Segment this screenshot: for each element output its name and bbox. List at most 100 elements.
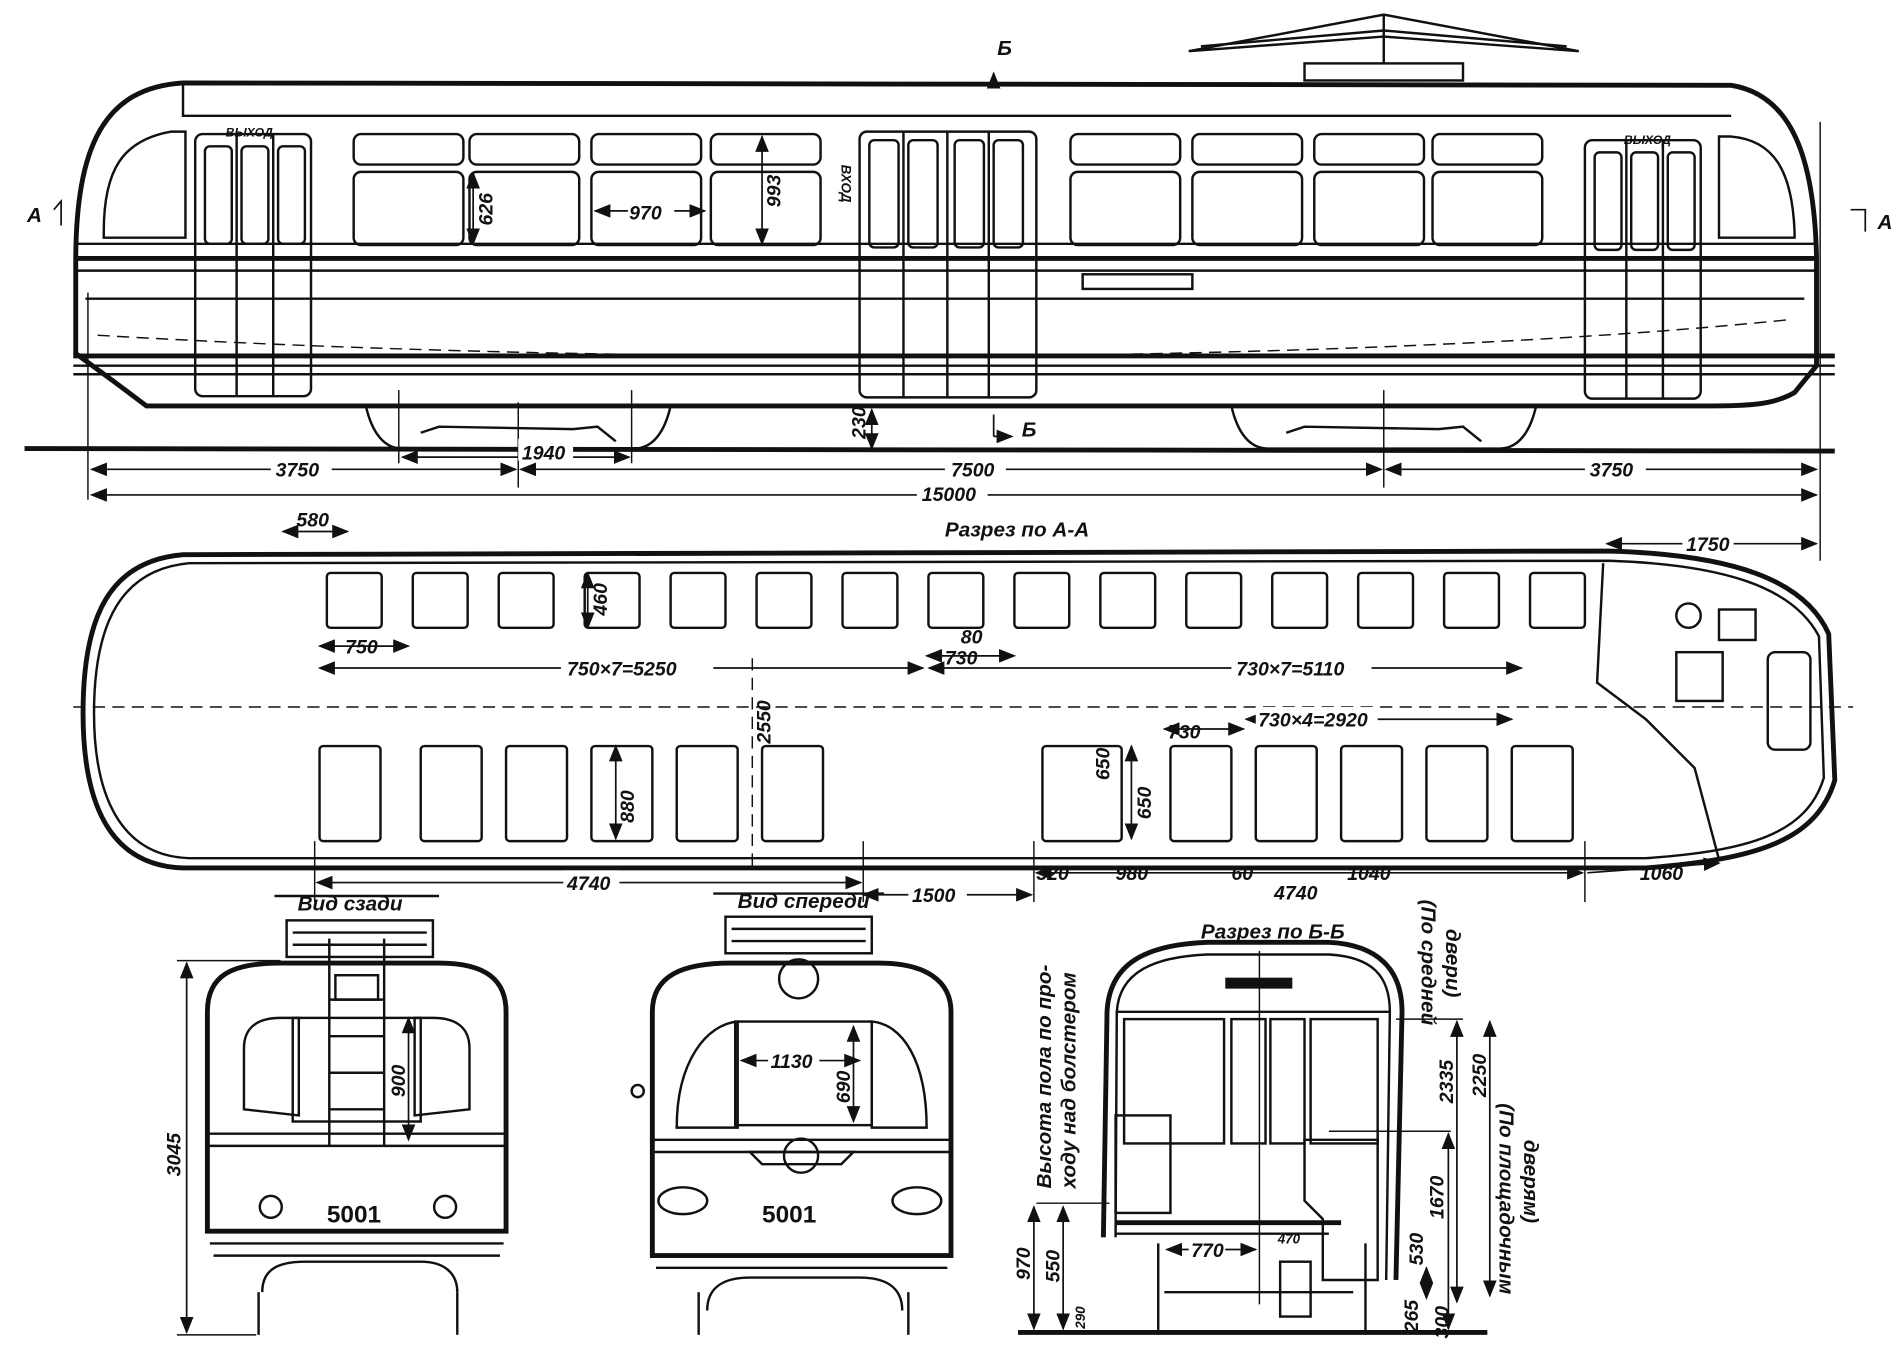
dim-total-length: 15000	[922, 484, 976, 506]
seat-top	[411, 571, 469, 630]
section-mark-a-right: А	[1876, 211, 1892, 234]
seat-top	[1099, 571, 1157, 630]
seat-bottom-left	[419, 744, 483, 843]
dim-seat-pitch-bottom: 730×4=2920	[1258, 710, 1368, 732]
side-window-upper	[590, 132, 703, 166]
tram-body-outline	[73, 80, 1819, 409]
seat-top	[325, 571, 383, 630]
dim-width: 2550	[754, 700, 776, 745]
dim-1670: 1670	[1426, 1175, 1448, 1219]
route-sign	[1225, 977, 1293, 989]
side-window-upper	[1191, 132, 1304, 166]
side-window	[1069, 170, 1182, 247]
dim-460: 460	[590, 583, 612, 617]
side-window-upper	[1313, 132, 1426, 166]
seat-top	[755, 571, 813, 630]
section-mark-b-top: Б	[997, 37, 1012, 60]
control-panel-icon	[1717, 608, 1757, 642]
side-view: Б Б А А ВЫХОД ВЫХОД ВХОД 626 970 993 230…	[24, 13, 1892, 561]
dim-970: 970	[1013, 1247, 1035, 1280]
section-seat	[1114, 1114, 1172, 1215]
side-window-upper	[468, 132, 581, 166]
dim-60: 60	[1231, 863, 1253, 885]
dim-ladder: 900	[388, 1064, 410, 1097]
front-view-title: Вид спереди	[738, 890, 870, 913]
side-window-upper	[352, 132, 465, 166]
door-middle	[858, 130, 1038, 399]
pantograph	[1188, 13, 1580, 82]
dim-470: 470	[1277, 1231, 1301, 1246]
seat-bottom-left	[504, 744, 569, 843]
note-platform-doors-2: дверям)	[1519, 1140, 1542, 1224]
dim-730-bottom: 730	[1168, 722, 1201, 744]
driver-seat-icon	[1675, 602, 1702, 630]
rear-lamp-left	[258, 1194, 283, 1220]
plan-view: Разрез по А-А 580 1750 460 750 80 730 75…	[73, 510, 1854, 907]
note-middle-door-2: двери)	[1441, 929, 1464, 998]
plan-view-title: Разрез по А-А	[945, 518, 1089, 541]
side-window-upper	[1431, 132, 1544, 166]
seat-top	[1270, 571, 1329, 630]
section-view-title: Разрез по Б-Б	[1201, 921, 1345, 944]
dim-bogie-centers: 7500	[951, 460, 995, 482]
dim-80: 80	[961, 627, 983, 649]
rear-fleet-number: 5001	[327, 1202, 381, 1229]
cab-window-right	[1717, 135, 1796, 239]
dim-300: 300	[1431, 1306, 1453, 1339]
front-lamp-left	[657, 1186, 709, 1216]
exit-label-right: ВЫХОД	[1624, 133, 1671, 147]
dim-window-height: 626	[476, 193, 498, 226]
rear-view-title: Вид сзади	[298, 893, 403, 916]
seat-bottom-right	[1510, 744, 1574, 843]
seat-top	[1013, 571, 1071, 630]
seat-bottom-left	[760, 744, 825, 843]
plan-seats	[318, 571, 1587, 843]
dim-1750: 1750	[1686, 534, 1730, 556]
dim-550: 550	[1042, 1250, 1064, 1283]
dim-height-3045: 3045	[164, 1132, 186, 1177]
side-window	[1431, 170, 1544, 247]
seat-top	[927, 571, 985, 630]
seat-bottom-right	[1425, 744, 1489, 843]
dim-4740-right: 4740	[1273, 883, 1318, 905]
dim-880: 880	[617, 790, 639, 823]
seat-bottom-right	[1339, 744, 1404, 843]
seat-top	[1528, 571, 1587, 630]
dim-320: 320	[1036, 863, 1069, 885]
side-window	[1191, 170, 1304, 247]
side-window	[1313, 170, 1426, 247]
dim-580: 580	[296, 510, 329, 532]
dim-2250: 2250	[1469, 1054, 1491, 1099]
dim-750: 750	[345, 636, 378, 658]
side-window	[352, 170, 465, 247]
dim-window-width: 970	[629, 202, 662, 224]
dim-290: 290	[1073, 1306, 1088, 1330]
dim-overhang-right: 3750	[1590, 460, 1634, 482]
dim-4740-left: 4740	[566, 873, 611, 895]
dim-980: 980	[1116, 863, 1149, 885]
rear-view: Вид сзади 5001 900 3045	[164, 893, 509, 1336]
seat-top	[1442, 571, 1501, 630]
section-wheel	[1278, 1260, 1312, 1318]
seat-top	[1185, 571, 1243, 630]
seat-bottom-right	[1254, 744, 1318, 843]
rear-lamp-right	[432, 1194, 458, 1220]
section-view: Разрез по Б-Б 770 470 2335 2250 1670 530…	[1013, 900, 1542, 1339]
seat-top	[497, 571, 555, 630]
entrance-label: ВХОД	[838, 165, 853, 203]
section-mark-a-left: А	[26, 204, 42, 227]
dim-floor-height: 230	[849, 406, 871, 440]
seat-top	[669, 571, 727, 630]
seat-bottom-right	[1169, 744, 1233, 843]
dim-bogie-base: 1940	[522, 443, 566, 465]
front-view: Вид спереди 1130 690 5001	[630, 890, 954, 1335]
note-middle-door-1: (По средней	[1417, 900, 1440, 1026]
seat-bottom-mid	[1041, 744, 1123, 843]
dim-2335: 2335	[1436, 1059, 1458, 1105]
dim-seat-pitch-left: 750×7=5250	[567, 658, 677, 680]
door-rear	[193, 132, 313, 398]
dim-1060: 1060	[1640, 863, 1684, 885]
seat-top	[841, 571, 899, 630]
dim-seat-pitch-right: 730×7=5110	[1236, 658, 1344, 680]
